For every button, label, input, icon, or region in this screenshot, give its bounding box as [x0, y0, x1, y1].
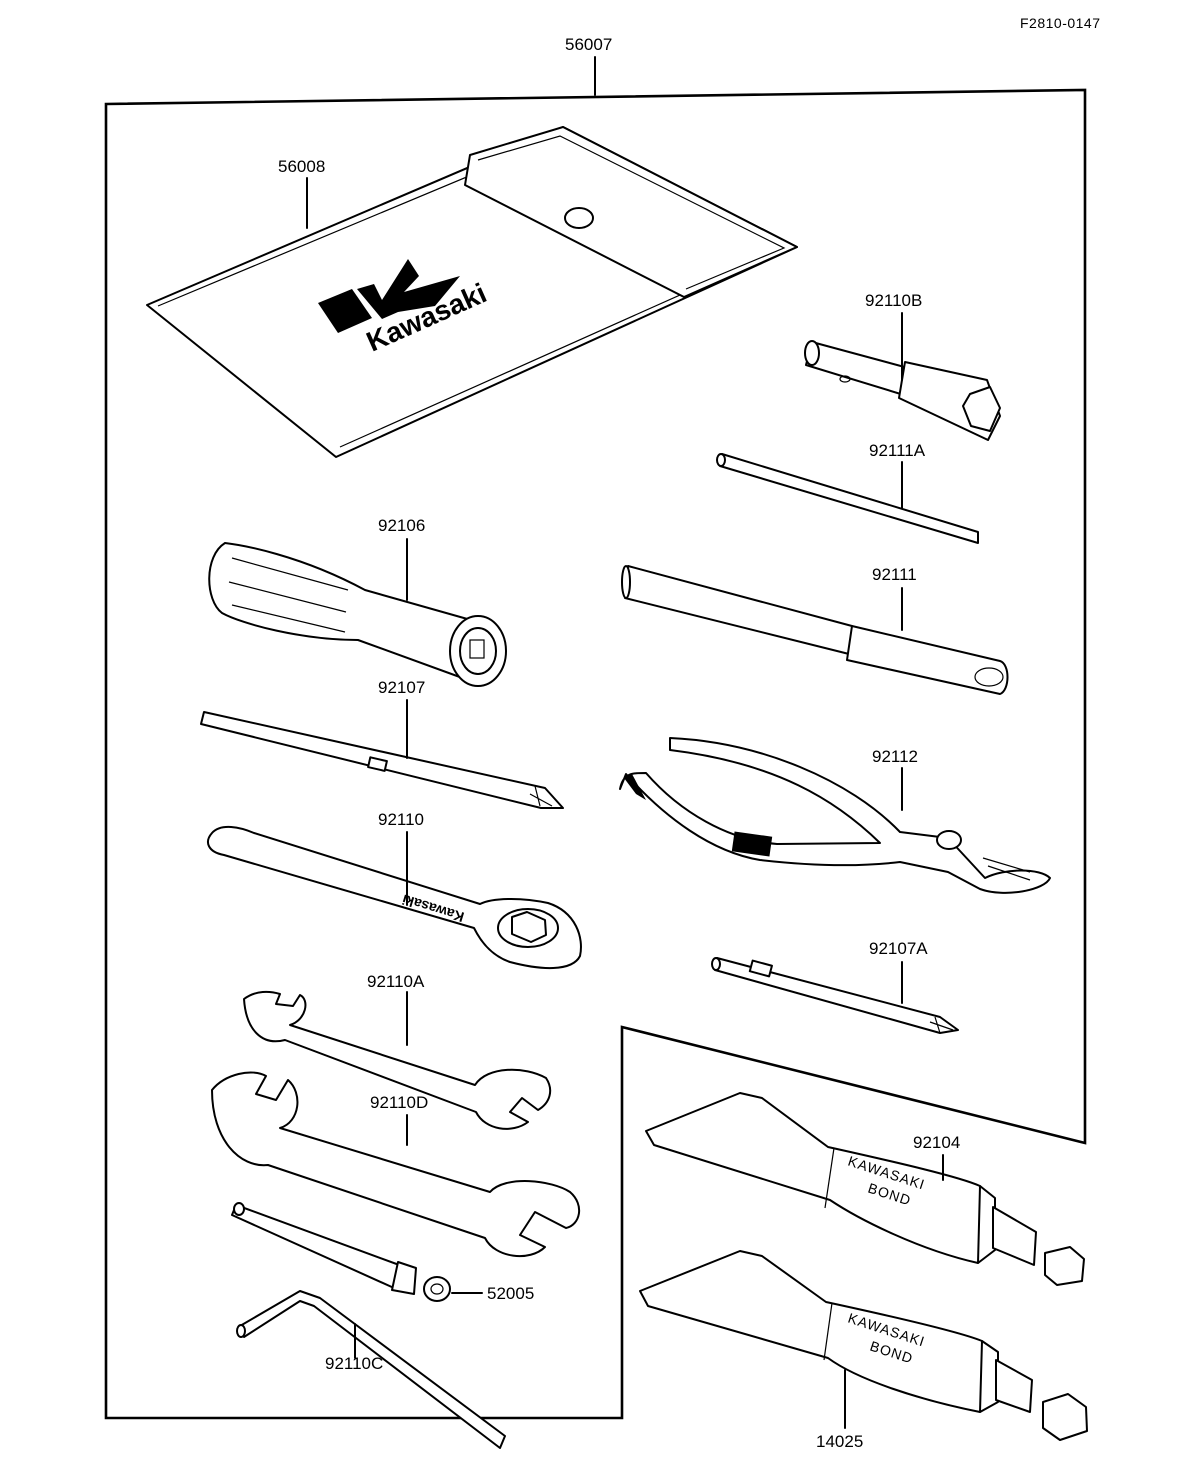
- part-label-92106: 92106: [378, 516, 425, 535]
- part-label-56007: 56007: [565, 35, 612, 54]
- part-label-92110A: 92110A: [367, 972, 425, 991]
- open-end-wrench-large: [211, 1071, 581, 1258]
- snap-button: [564, 207, 594, 229]
- part-label-92110C: 92110C: [325, 1354, 383, 1373]
- pliers: [619, 737, 1051, 894]
- part-label-14025: 14025: [816, 1432, 863, 1451]
- open-end-wrench-small: [243, 990, 552, 1130]
- part-label-92110D: 92110D: [370, 1093, 428, 1112]
- box-wrench: Kawasaki: [207, 826, 582, 970]
- part-label-92104: 92104: [913, 1133, 960, 1152]
- bond-tube-lower: KAWASAKI BOND: [639, 1250, 1088, 1441]
- part-label-92110B: 92110B: [865, 291, 922, 310]
- part-label-56008: 56008: [278, 157, 325, 176]
- kit-frame: [104, 88, 1087, 1420]
- part-label-52005: 52005: [487, 1284, 534, 1303]
- screwdriver: [200, 711, 564, 809]
- figure-reference: F2810-0147: [1020, 15, 1101, 31]
- hex-driver: [231, 1202, 451, 1302]
- spark-plug-wrench: [804, 340, 1001, 441]
- bond-tube-upper: KAWASAKI BOND: [645, 1092, 1085, 1286]
- tool-pouch: Kawasaki: [146, 126, 798, 458]
- part-label-92110: 92110: [378, 810, 424, 829]
- part-label-92111A: 92111A: [869, 441, 926, 460]
- short-screwdriver: [711, 957, 959, 1034]
- part-label-92107: 92107: [378, 678, 425, 697]
- hex-key: [236, 1290, 506, 1449]
- part-label-92112: 92112: [872, 747, 918, 766]
- tommy-bar: [716, 453, 979, 544]
- screwdriver-grip: [208, 542, 507, 687]
- part-label-92111: 92111: [872, 565, 917, 584]
- part-label-92107A: 92107A: [869, 939, 928, 958]
- extension-handle: [621, 565, 1009, 695]
